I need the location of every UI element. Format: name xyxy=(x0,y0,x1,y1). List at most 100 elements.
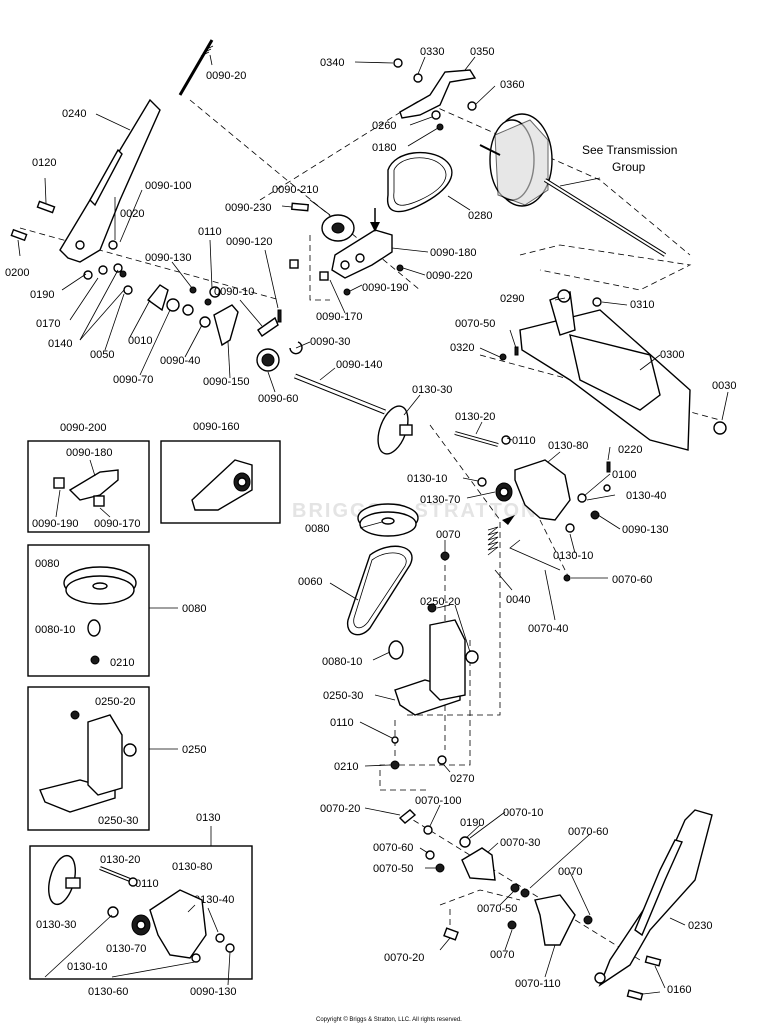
belt-0280 xyxy=(386,151,453,213)
label-0310: 0310 xyxy=(630,299,654,311)
label-0090-130-b: 0090-130 xyxy=(622,524,669,536)
svg-text:0250-20: 0250-20 xyxy=(95,696,135,708)
inset-0250-title: 0250 xyxy=(182,744,206,756)
shaft-0090-140 xyxy=(294,373,386,415)
svg-text:0090-130: 0090-130 xyxy=(190,986,237,998)
svg-text:0090-180: 0090-180 xyxy=(66,447,113,459)
label-0090-130: 0090-130 xyxy=(145,252,192,264)
bracket-0090-180 xyxy=(289,208,404,296)
leader-lines xyxy=(17,54,729,995)
label-0070-30: 0070-30 xyxy=(500,837,540,849)
label-0090-220: 0090-220 xyxy=(426,270,473,282)
spring-rod-0090-20 xyxy=(178,39,214,96)
svg-text:0130-80: 0130-80 xyxy=(172,861,212,873)
inset-0080-title: 0080 xyxy=(182,603,206,615)
label-0190-b: 0190 xyxy=(460,817,484,829)
label-0140: 0140 xyxy=(48,338,72,350)
label-0130-30: 0130-30 xyxy=(412,384,452,396)
label-0070-50-b: 0070-50 xyxy=(373,863,413,875)
label-0070-60: 0070-60 xyxy=(612,574,652,586)
svg-text:0130-20: 0130-20 xyxy=(100,854,140,866)
clutch-assembly-left xyxy=(146,284,303,372)
label-0330: 0330 xyxy=(420,46,444,58)
label-0110-c: 0110 xyxy=(330,717,354,729)
label-0080: 0080 xyxy=(305,523,329,535)
washer-0110 xyxy=(391,736,399,744)
note-line-2: Group xyxy=(612,160,646,174)
label-0090-20: 0090-20 xyxy=(206,70,246,82)
label-0130-20: 0130-20 xyxy=(455,411,495,423)
svg-text:0080: 0080 xyxy=(35,558,59,570)
inset-0130: 0130 0130-20 0130-80 0110 0130-40 0130-3… xyxy=(29,812,253,998)
side-plate-0240 xyxy=(59,98,161,263)
bracket-0350 xyxy=(393,58,477,131)
label-0080-10: 0080-10 xyxy=(322,656,362,668)
side-plate-0230 xyxy=(594,809,713,1001)
label-0090-120: 0090-120 xyxy=(226,236,273,248)
label-0110: 0110 xyxy=(198,226,222,238)
label-0090-70: 0090-70 xyxy=(113,374,153,386)
label-0250-20: 0250-20 xyxy=(420,596,460,608)
label-0090-230: 0090-230 xyxy=(225,202,272,214)
label-0070-100: 0070-100 xyxy=(415,795,462,807)
label-0320: 0320 xyxy=(450,342,474,354)
label-0010: 0010 xyxy=(128,335,152,347)
label-0070-50-c: 0070-50 xyxy=(477,903,517,915)
label-0090-180: 0090-180 xyxy=(430,247,477,259)
inset-0130-title: 0130 xyxy=(196,812,220,824)
label-0110-b: 0110 xyxy=(512,435,536,447)
svg-text:0110: 0110 xyxy=(135,878,159,890)
rod-0070-40 xyxy=(509,539,571,582)
inset-0250: 0250 0250-20 0250-30 xyxy=(27,686,206,831)
label-0090-100: 0090-100 xyxy=(145,180,192,192)
label-0340: 0340 xyxy=(320,57,344,69)
copyright-text: Copyright © Briggs & Stratton, LLC. All … xyxy=(316,1016,462,1023)
label-0090-140: 0090-140 xyxy=(336,359,383,371)
svg-text:0210: 0210 xyxy=(110,657,134,669)
label-0070-60-b: 0070-60 xyxy=(568,826,608,838)
svg-text:0130-10: 0130-10 xyxy=(67,961,107,973)
bracket-0250-30 xyxy=(388,603,479,716)
label-0020: 0020 xyxy=(120,208,144,220)
label-0130-10-b: 0130-10 xyxy=(553,550,593,562)
label-0240: 0240 xyxy=(62,108,86,120)
inset-0080: 0080 0080 0080-10 0210 xyxy=(27,544,206,677)
label-0090-210: 0090-210 xyxy=(272,184,319,196)
transmission-housing xyxy=(479,113,667,257)
label-0250-30: 0250-30 xyxy=(323,690,363,702)
svg-text:0130-60: 0130-60 xyxy=(88,986,128,998)
label-0130-10: 0130-10 xyxy=(407,473,447,485)
label-0070-110: 0070-110 xyxy=(515,978,561,990)
label-0210: 0210 xyxy=(334,761,358,773)
svg-text:0130-40: 0130-40 xyxy=(194,894,234,906)
label-0070-60-c: 0070-60 xyxy=(373,842,413,854)
label-0120: 0120 xyxy=(32,157,56,169)
label-0060: 0060 xyxy=(298,576,322,588)
label-0090-30: 0090-30 xyxy=(310,336,350,348)
svg-text:0130-30: 0130-30 xyxy=(36,919,76,931)
label-0270: 0270 xyxy=(450,773,474,785)
label-0070-b: 0070 xyxy=(558,866,582,878)
label-0070: 0070 xyxy=(436,529,460,541)
nut-0070 xyxy=(440,551,450,561)
label-0070-10: 0070-10 xyxy=(503,807,543,819)
label-0130-70: 0130-70 xyxy=(420,494,460,506)
label-0070-50: 0070-50 xyxy=(455,318,495,330)
callout-labels: 0090-20 0340 0330 0350 0360 0260 0180 02… xyxy=(5,46,736,996)
svg-text:0080-10: 0080-10 xyxy=(35,624,75,636)
svg-text:0090-190: 0090-190 xyxy=(32,518,79,530)
label-0230: 0230 xyxy=(688,920,712,932)
label-0090-10: 0090-10 xyxy=(214,286,254,298)
label-0090-150: 0090-150 xyxy=(203,376,250,388)
label-0350: 0350 xyxy=(470,46,494,58)
nut-0210 xyxy=(390,760,400,770)
label-0130-80: 0130-80 xyxy=(548,440,588,452)
inset-0090-200-title: 0090-200 xyxy=(60,422,107,434)
label-0100: 0100 xyxy=(612,469,636,481)
label-0040: 0040 xyxy=(506,594,530,606)
pulley-0130-30 xyxy=(377,405,413,455)
inset-0090-160-title: 0090-160 xyxy=(193,421,240,433)
label-0220: 0220 xyxy=(618,444,642,456)
spring-0040 xyxy=(487,526,499,556)
label-0090-40: 0090-40 xyxy=(160,355,200,367)
